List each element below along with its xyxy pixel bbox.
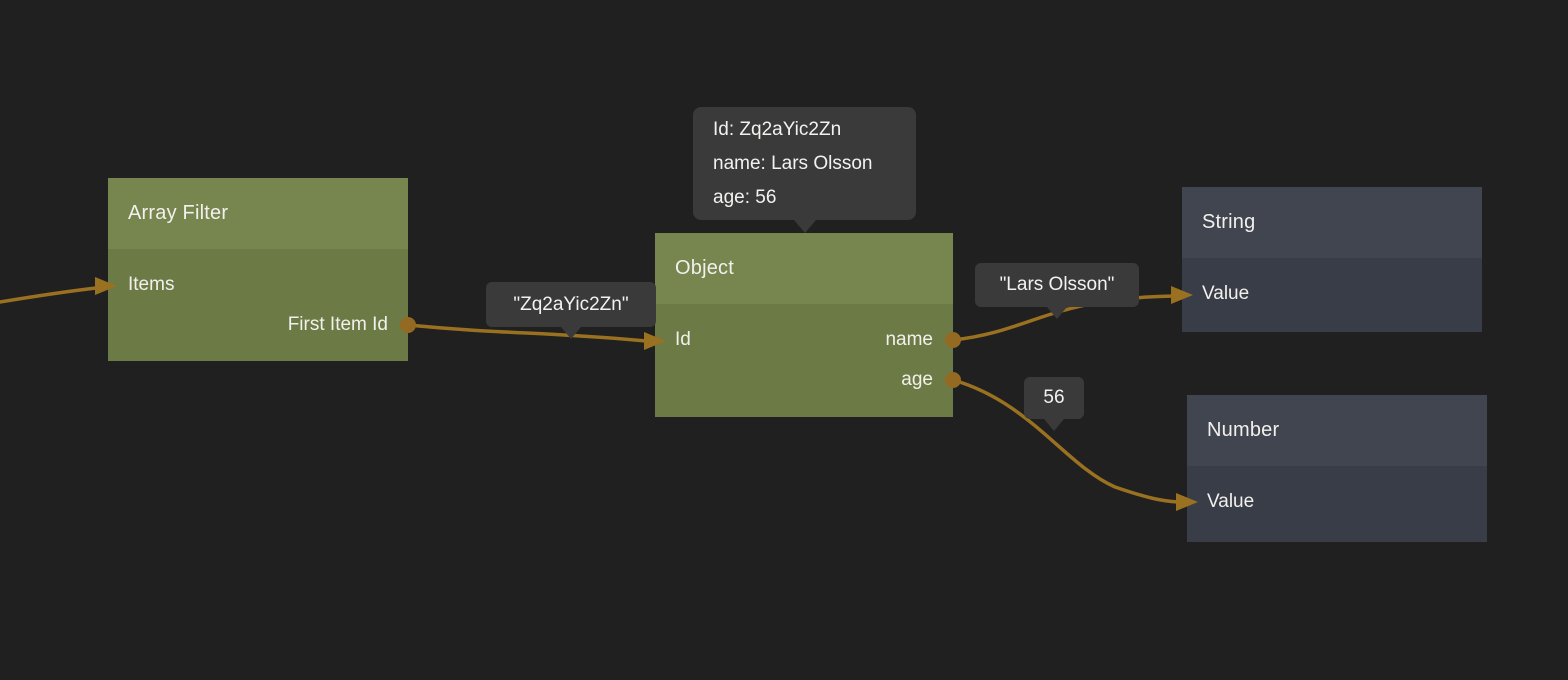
node-title: Number <box>1207 419 1280 441</box>
tooltip-line-name: name: Lars Olsson <box>713 153 873 174</box>
node-title: Array Filter <box>128 202 229 224</box>
node-header[interactable]: String <box>1182 187 1482 258</box>
object-value-tooltip: Id: Zq2aYic2Zn name: Lars Olsson age: 56 <box>693 107 916 220</box>
input-port-label: Items <box>128 274 175 295</box>
input-port-label: Id <box>675 329 691 350</box>
node-header[interactable]: Array Filter <box>108 178 408 249</box>
output-port-label: name <box>885 329 933 350</box>
node-title: String <box>1202 211 1256 233</box>
input-row-value: Value <box>1187 482 1487 522</box>
wire-value-label-id: "Zq2aYic2Zn" <box>486 282 656 327</box>
output-row-first-item-id: First Item Id <box>108 305 408 345</box>
node-body[interactable]: Id name age <box>655 304 953 417</box>
input-row-items: Items <box>108 265 408 305</box>
node-body[interactable]: Value <box>1182 258 1482 332</box>
wire-value-label-age: 56 <box>1024 377 1084 419</box>
tooltip-line-id: Id: Zq2aYic2Zn <box>713 119 842 140</box>
node-array-filter[interactable]: Array Filter Items First Item Id <box>108 178 408 361</box>
wire-to-items[interactable] <box>0 286 97 304</box>
wire-first-item-id-to-id[interactable] <box>407 323 647 343</box>
node-string[interactable]: String Value <box>1182 187 1482 332</box>
node-title: Object <box>675 257 735 279</box>
node-object[interactable]: Object Id name age <box>655 233 953 417</box>
node-header[interactable]: Number <box>1187 395 1487 466</box>
input-row-value: Value <box>1182 274 1482 314</box>
input-port-label: Value <box>1202 283 1250 304</box>
node-number[interactable]: Number Value <box>1187 395 1487 542</box>
output-port-label: age <box>901 369 933 390</box>
input-port-label: Value <box>1207 491 1255 512</box>
node-body[interactable]: Items First Item Id <box>108 249 408 361</box>
node-header[interactable]: Object <box>655 233 953 304</box>
output-port-label: First Item Id <box>287 314 388 335</box>
node-body[interactable]: Value <box>1187 466 1487 542</box>
wire-value-label-name: "Lars Olsson" <box>975 263 1139 307</box>
output-row-age: age <box>655 360 953 400</box>
tooltip-line-age: age: 56 <box>713 187 777 208</box>
port-row-id-name: Id name <box>655 320 953 360</box>
